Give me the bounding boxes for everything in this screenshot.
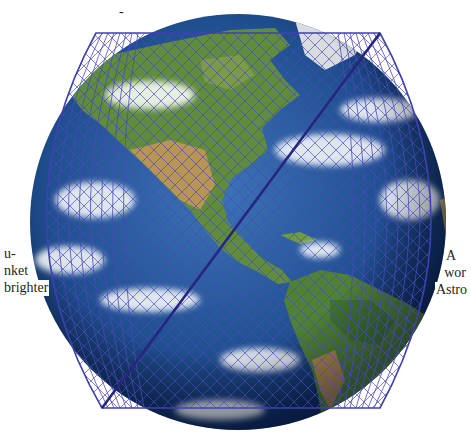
text-fragment: wor bbox=[443, 265, 467, 281]
grid-arc bbox=[101, 33, 132, 408]
grid-line bbox=[0, 393, 471, 440]
grid-line bbox=[0, 346, 471, 440]
grid-line bbox=[0, 379, 471, 440]
grid-line bbox=[0, 374, 471, 440]
grid-line bbox=[0, 0, 471, 430]
grid-line bbox=[0, 0, 471, 5]
grid-line bbox=[0, 267, 471, 440]
grid-arc bbox=[344, 33, 365, 408]
text-fragment: - bbox=[118, 4, 125, 20]
grid-line bbox=[0, 262, 471, 440]
grid-arc bbox=[362, 33, 398, 408]
grid-line bbox=[0, 430, 471, 440]
grid-line bbox=[0, 388, 471, 440]
grid-arc bbox=[374, 33, 420, 408]
grid-line bbox=[0, 136, 471, 440]
grid-arc bbox=[79, 33, 120, 408]
grid-line bbox=[0, 0, 471, 122]
grid-line bbox=[0, 197, 471, 440]
text-fragment: u- bbox=[3, 246, 17, 262]
grid-line bbox=[0, 183, 471, 440]
text-fragment: Astro bbox=[435, 282, 468, 298]
grid-line bbox=[0, 141, 471, 440]
grid-line bbox=[0, 239, 471, 440]
grid-line bbox=[0, 0, 471, 94]
grid-line bbox=[0, 276, 471, 440]
grid-arc bbox=[338, 33, 354, 408]
grid-line bbox=[0, 178, 471, 440]
ocean bbox=[30, 14, 446, 430]
grid-line bbox=[0, 0, 471, 257]
grid-line bbox=[0, 337, 471, 440]
grid-line bbox=[0, 416, 471, 440]
text-fragment: A bbox=[445, 248, 457, 264]
grid-line bbox=[0, 0, 471, 206]
grid-line bbox=[0, 0, 471, 425]
text-fragment: nket bbox=[3, 263, 29, 279]
grid-line bbox=[0, 155, 471, 440]
grid-line bbox=[0, 407, 471, 440]
grid-line bbox=[0, 0, 471, 318]
grid-arc bbox=[368, 33, 409, 408]
grid-line bbox=[0, 0, 471, 52]
grid-line bbox=[0, 0, 471, 290]
grid-line bbox=[0, 0, 471, 10]
grid-line bbox=[0, 0, 471, 61]
grid-line bbox=[0, 0, 471, 131]
grid-line bbox=[0, 360, 471, 440]
grid-line bbox=[0, 0, 471, 33]
grid-line bbox=[0, 150, 471, 440]
grid-line bbox=[0, 0, 471, 145]
grid-line bbox=[0, 309, 471, 440]
grid-line bbox=[0, 211, 471, 440]
grid-line bbox=[0, 365, 471, 440]
grid-line bbox=[0, 29, 471, 440]
grid-arc bbox=[68, 33, 114, 408]
grid-line bbox=[0, 421, 471, 440]
grid-line bbox=[0, 10, 471, 440]
grid-line bbox=[0, 318, 471, 440]
grid-line bbox=[0, 94, 471, 440]
grid-arc bbox=[123, 33, 144, 408]
grid-line bbox=[0, 99, 471, 440]
grid-line bbox=[0, 253, 471, 440]
diagonal-track bbox=[102, 33, 380, 408]
coverage-outline bbox=[46, 33, 431, 408]
grid-line bbox=[0, 304, 471, 440]
grid-line bbox=[0, 0, 471, 313]
grid-line bbox=[0, 24, 471, 440]
grid-arc bbox=[90, 33, 126, 408]
grid-line bbox=[0, 0, 471, 19]
grid-line bbox=[0, 0, 471, 24]
text-fragment: brighter bbox=[3, 280, 49, 296]
grid-arc bbox=[356, 33, 387, 408]
grid-line bbox=[0, 43, 471, 440]
grid-line bbox=[0, 85, 471, 440]
